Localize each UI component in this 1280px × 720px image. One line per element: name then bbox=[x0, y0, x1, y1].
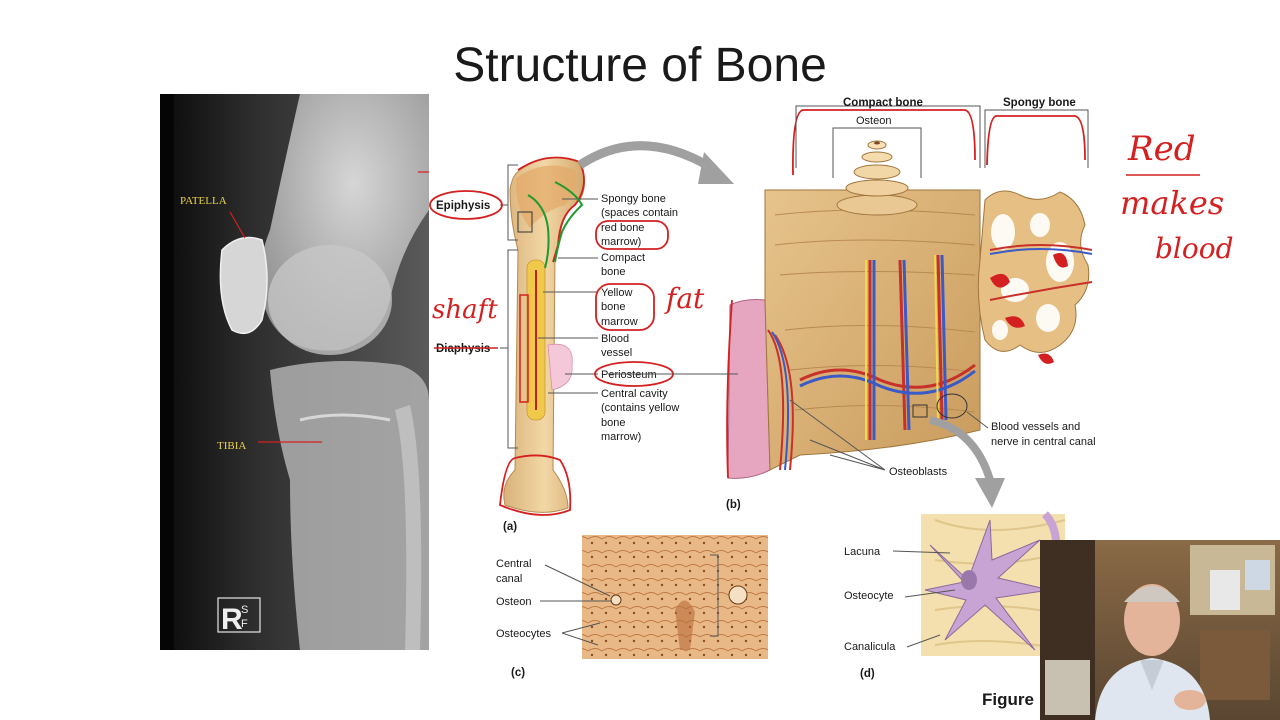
label-yellow-marrow: Yellow bone marrow bbox=[601, 287, 638, 328]
note-blood: blood bbox=[1155, 232, 1234, 265]
svg-text:Blood: Blood bbox=[601, 333, 629, 345]
panel-b-letter: (b) bbox=[726, 499, 741, 511]
micrograph-panel: Central canal Osteon Osteocytes (c) bbox=[496, 535, 768, 679]
label-osteon-c: Osteon bbox=[496, 596, 531, 608]
long-bone-diagram: Epiphysis Diaphysis Spongy bone (spaces … bbox=[429, 156, 679, 533]
label-diaphysis: Diaphysis bbox=[436, 343, 490, 355]
svg-text:canal: canal bbox=[496, 573, 522, 585]
figure-caption: Figure bbox=[982, 690, 1034, 709]
label-blood-vessel: Blood vessel bbox=[601, 333, 632, 359]
svg-text:Central: Central bbox=[496, 558, 531, 570]
panel-d-letter: (d) bbox=[860, 668, 875, 680]
label-spongy-bone-b: Spongy bone bbox=[1003, 97, 1076, 109]
xray-label-tibia: TIBIA bbox=[217, 440, 246, 452]
label-central-cavity: Central cavity (contains yellow bone mar… bbox=[601, 388, 679, 443]
arrow-a-to-b bbox=[577, 141, 734, 184]
svg-text:Spongy bone: Spongy bone bbox=[601, 193, 666, 205]
svg-text:marrow): marrow) bbox=[601, 236, 641, 248]
arrow-b-to-d bbox=[929, 416, 1005, 508]
label-central-canal: Central canal bbox=[496, 558, 531, 585]
svg-text:R: R bbox=[221, 603, 243, 636]
svg-text:bone: bone bbox=[601, 301, 625, 313]
handwritten-annotations: shaft fat Red makes blood bbox=[432, 129, 1234, 325]
xray-label-patella: PATELLA bbox=[180, 195, 227, 207]
label-compact-bone: Compact bone bbox=[601, 252, 645, 278]
svg-text:marrow): marrow) bbox=[601, 431, 641, 443]
presenter-portrait bbox=[1040, 540, 1280, 720]
note-fat: fat bbox=[664, 282, 705, 315]
svg-text:bone: bone bbox=[601, 417, 625, 429]
label-spongy-bone: Spongy bone (spaces contain red bone mar… bbox=[601, 193, 678, 248]
svg-text:(contains yellow: (contains yellow bbox=[601, 402, 679, 414]
note-shaft: shaft bbox=[432, 295, 498, 325]
panel-c-letter: (c) bbox=[511, 667, 525, 679]
svg-text:red bone: red bone bbox=[601, 222, 644, 234]
panel-a-letter: (a) bbox=[503, 521, 517, 533]
svg-text:(spaces contain: (spaces contain bbox=[601, 207, 678, 219]
slide-title: Structure of Bone bbox=[453, 39, 827, 92]
svg-text:marrow: marrow bbox=[601, 316, 638, 328]
note-red: Red bbox=[1127, 129, 1196, 169]
svg-text:bone: bone bbox=[601, 266, 625, 278]
label-osteoblasts: Osteoblasts bbox=[889, 466, 948, 478]
label-periosteum: Periosteum bbox=[601, 369, 657, 381]
note-makes: makes bbox=[1120, 184, 1224, 222]
osteocyte-panel: Lacuna Osteocyte Canalicula (d) bbox=[844, 511, 1066, 680]
label-osteocyte: Osteocyte bbox=[844, 590, 894, 602]
label-compact-bone-b: Compact bone bbox=[843, 97, 923, 109]
label-osteocytes: Osteocytes bbox=[496, 628, 552, 640]
svg-text:Central cavity: Central cavity bbox=[601, 388, 668, 400]
svg-text:Blood vessels and: Blood vessels and bbox=[991, 421, 1080, 433]
label-vessels-nerve: Blood vessels and nerve in central canal bbox=[991, 421, 1096, 448]
presenter-video bbox=[1040, 540, 1280, 720]
svg-text:Compact: Compact bbox=[601, 252, 645, 264]
xray-logo: R S F bbox=[217, 597, 261, 636]
spongy-bone-lattice bbox=[977, 190, 1093, 364]
label-canalicula: Canalicula bbox=[844, 641, 896, 653]
svg-text:S: S bbox=[241, 604, 248, 616]
svg-text:vessel: vessel bbox=[601, 347, 632, 359]
label-osteon-b: Osteon bbox=[856, 115, 891, 127]
label-epiphysis: Epiphysis bbox=[436, 200, 490, 212]
svg-text:F: F bbox=[241, 618, 248, 630]
label-lacuna: Lacuna bbox=[844, 546, 881, 558]
svg-text:nerve in central canal: nerve in central canal bbox=[991, 436, 1096, 448]
svg-text:Yellow: Yellow bbox=[601, 287, 632, 299]
bone-section-diagram: Compact bone Spongy bone Osteon Blood ve… bbox=[608, 97, 1096, 511]
knee-xray-image: PATELLA TIBIA R S F bbox=[160, 94, 429, 650]
